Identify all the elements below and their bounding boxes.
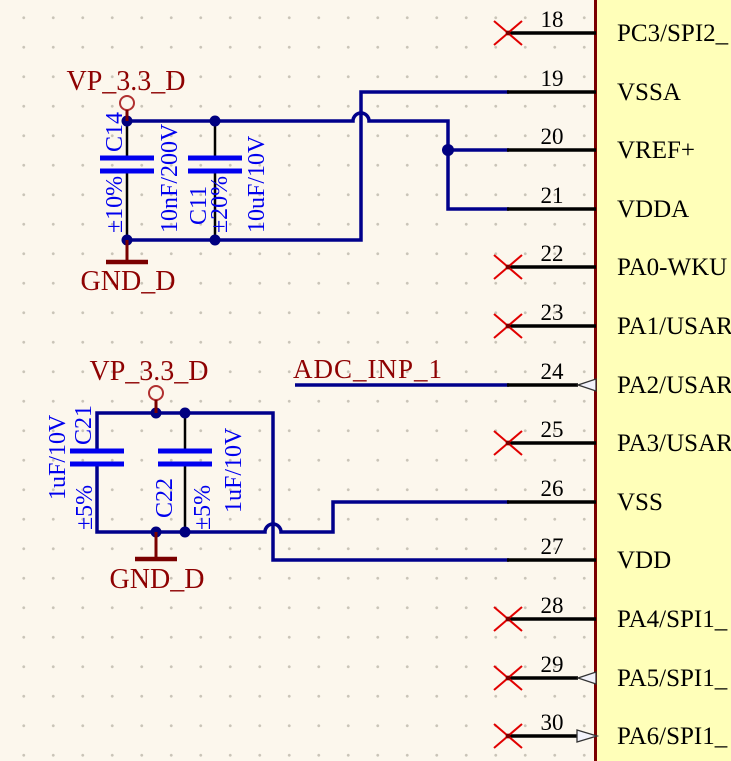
wire-vp33-top-rail[interactable] <box>127 111 509 211</box>
pin-number: 28 <box>541 593 564 618</box>
ic-body[interactable] <box>595 0 731 761</box>
capacitor-c11[interactable]: C11 ±20% 10uF/10V <box>186 121 270 240</box>
wire-vp33-bottom-to-vdd[interactable] <box>95 411 509 562</box>
pin-output-arrow-icon <box>576 729 600 743</box>
ic-pin-30[interactable]: 30 PA6/SPI1_ <box>493 710 728 750</box>
cap-tolerance[interactable]: ±10% <box>102 176 128 233</box>
pin-name: VSS <box>617 489 663 516</box>
ic-pin-23[interactable]: 23 PA1/USAR <box>493 300 731 340</box>
pin-name: VDD <box>617 547 671 574</box>
ic-pin-20[interactable]: 20 VREF+ <box>507 124 695 164</box>
capacitor-c21[interactable]: C21 ±5% 1uF/10V <box>45 405 124 530</box>
junction-dot <box>209 234 221 246</box>
wires <box>95 90 509 562</box>
ic-pin-22[interactable]: 22 PA0-WKU <box>493 241 727 281</box>
pin-number: 24 <box>541 359 565 384</box>
pin-number: 29 <box>541 652 564 677</box>
pin-name: PC3/SPI2_ <box>617 20 729 47</box>
ic-pin-29[interactable]: 29 PA5/SPI1_ <box>493 652 728 692</box>
pin-number: 23 <box>541 300 564 325</box>
pin-name: PA4/SPI1_ <box>617 606 728 633</box>
net-label-adc-inp-1[interactable]: ADC_INP_1 <box>293 354 443 384</box>
ic-pin-26[interactable]: 26 VSS <box>507 476 663 516</box>
ground-port-gnd-top[interactable]: GND_D <box>81 240 176 297</box>
pin-number: 27 <box>541 534 564 559</box>
cap-ref[interactable]: C11 <box>186 186 212 225</box>
cap-tolerance[interactable]: ±5% <box>190 485 216 530</box>
power-port-vp33-top[interactable]: VP_3.3_D <box>66 66 186 121</box>
ic-pin-25[interactable]: 25 PA3/USAR <box>493 417 731 457</box>
power-port-label[interactable]: VP_3.3_D <box>89 356 208 387</box>
pin-name: PA6/SPI1_ <box>617 723 728 750</box>
pin-number: 22 <box>541 241 564 266</box>
pin-input-arrow-icon <box>575 378 597 392</box>
ic-pin-19[interactable]: 19 VSSA <box>507 66 681 106</box>
capacitor-c14[interactable]: C14 ±10% 10nF/200V <box>100 112 183 240</box>
ground-port-gnd-bottom[interactable]: GND_D <box>110 532 205 595</box>
cap-value[interactable]: 10nF/200V <box>157 123 183 233</box>
ground-port-label[interactable]: GND_D <box>81 266 176 297</box>
pin-number: 25 <box>541 417 564 442</box>
pin-name: PA3/USAR <box>617 430 731 457</box>
ground-port-label[interactable]: GND_D <box>110 564 205 595</box>
cap-value[interactable]: 1uF/10V <box>45 414 71 500</box>
cap-value[interactable]: 1uF/10V <box>221 427 247 513</box>
wire-gnd-to-vss[interactable] <box>95 464 509 534</box>
capacitor-c22[interactable]: C22 ±5% 1uF/10V <box>152 413 247 532</box>
power-port-circle-icon <box>148 385 164 401</box>
power-port-circle-icon <box>119 95 135 111</box>
pin-number: 18 <box>541 7 564 32</box>
junction-dot <box>179 407 191 419</box>
pin-name: VDDA <box>617 196 689 223</box>
wire-gnd-to-vssa[interactable] <box>127 90 509 242</box>
cap-ref[interactable]: C22 <box>152 478 178 518</box>
junction-dot <box>179 526 191 538</box>
pin-number: 20 <box>541 124 564 149</box>
junction-dot <box>442 144 454 156</box>
cap-tolerance[interactable]: ±20% <box>207 176 233 233</box>
pin-name: PA0-WKU <box>617 254 727 281</box>
power-port-vp33-bottom[interactable]: VP_3.3_D <box>89 356 209 413</box>
pin-name: VREF+ <box>617 137 695 164</box>
ic-component[interactable] <box>594 0 731 761</box>
cap-ref[interactable]: C21 <box>71 405 97 445</box>
pin-name: PA1/USAR <box>617 313 731 340</box>
junction-dot <box>209 115 221 127</box>
pin-number: 26 <box>541 476 564 501</box>
ic-pin-27[interactable]: 27 VDD <box>507 534 671 574</box>
cap-tolerance[interactable]: ±5% <box>72 485 98 530</box>
pin-input-arrow-icon <box>575 671 597 685</box>
power-port-label[interactable]: VP_3.3_D <box>66 66 185 97</box>
cap-value[interactable]: 10uF/10V <box>244 135 270 233</box>
pin-number: 21 <box>541 183 564 208</box>
ic-pin-21[interactable]: 21 VDDA <box>507 183 689 223</box>
pin-number: 30 <box>541 710 564 735</box>
ic-pin-24[interactable]: 24 PA2/USAR <box>507 359 731 399</box>
pin-name: PA5/SPI1_ <box>617 665 728 692</box>
ic-pin-18[interactable]: 18 PC3/SPI2_ <box>493 7 729 47</box>
pin-number: 19 <box>541 66 564 91</box>
pin-name: VSSA <box>617 79 681 106</box>
pin-name: PA2/USAR <box>617 372 731 399</box>
ic-pin-28[interactable]: 28 PA4/SPI1_ <box>493 593 728 633</box>
